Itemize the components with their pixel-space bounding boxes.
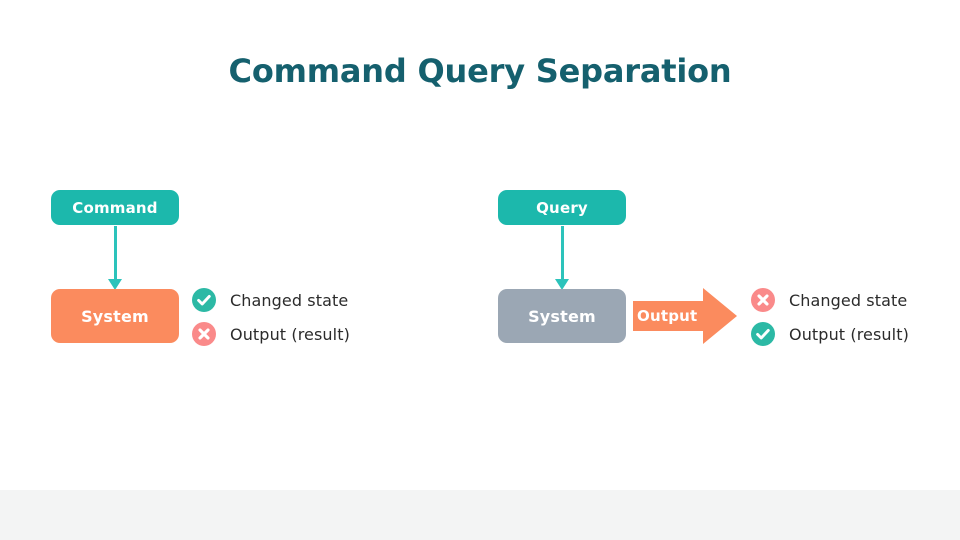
command-to-system-arrow-icon [105, 226, 125, 292]
footer-band [0, 490, 960, 540]
legend-label: Changed state [789, 290, 908, 310]
arrow-head [108, 279, 122, 290]
output-arrow-head [703, 288, 738, 344]
command-system-node[interactable]: System [51, 289, 179, 343]
query-legend: Changed state Output (result) [751, 283, 909, 351]
arrow-head [555, 279, 569, 290]
query-system-node[interactable]: System [498, 289, 626, 343]
arrow-stem [113, 226, 117, 281]
command-legend: Changed state Output (result) [192, 283, 350, 351]
output-arrow-label: Output [637, 307, 698, 325]
legend-label: Changed state [230, 290, 349, 310]
output-arrow-shaft: Output [633, 301, 704, 331]
legend-label: Output (result) [789, 324, 909, 344]
legend-item: Output (result) [751, 317, 909, 351]
check-circle-icon [192, 288, 216, 312]
legend-item: Output (result) [192, 317, 350, 351]
query-node[interactable]: Query [498, 190, 626, 225]
legend-item: Changed state [192, 283, 350, 317]
cross-circle-icon [751, 288, 775, 312]
query-to-system-arrow-icon [552, 226, 572, 292]
legend-item: Changed state [751, 283, 909, 317]
legend-label: Output (result) [230, 324, 350, 344]
check-circle-icon [751, 322, 775, 346]
page-title: Command Query Separation [228, 52, 732, 90]
command-node[interactable]: Command [51, 190, 179, 225]
arrow-stem [560, 226, 564, 281]
output-block-arrow[interactable]: Output [633, 288, 738, 344]
cross-circle-icon [192, 322, 216, 346]
